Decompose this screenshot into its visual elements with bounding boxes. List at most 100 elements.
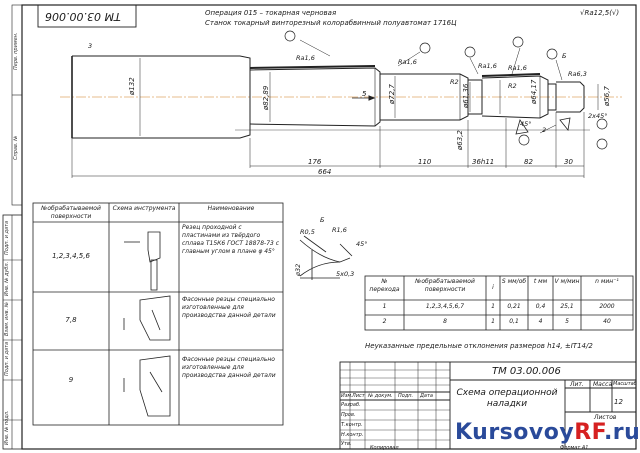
stamp-l9: Утв. xyxy=(341,441,352,447)
mode-r1c1: 1,2,3,4,5,6,7 xyxy=(425,303,465,310)
tool-header-scheme: Схема инструмента xyxy=(112,205,176,212)
mode-r2c5: 5 xyxy=(565,318,569,325)
dim-176: 176 xyxy=(308,158,322,166)
mode-r2c6: 40 xyxy=(603,318,611,325)
stamp-l0: Изм. xyxy=(341,393,353,399)
tolerance-note: Неуказанные предельные отклонения размер… xyxy=(365,342,593,350)
sheet-frame xyxy=(21,4,637,450)
tool-row1-name: Резец проходной с пластинами из твёрдого… xyxy=(182,224,280,255)
side-label-5: Взам. инв. № xyxy=(4,302,10,336)
dim-82: 82 xyxy=(524,158,533,166)
watermark-part-a: Kursovoy xyxy=(455,420,575,445)
mode-r2c0: 2 xyxy=(382,318,387,325)
stamp-copy: Копировал xyxy=(370,445,399,451)
mode-r1c4: 0,4 xyxy=(535,303,546,310)
dim-d6136: ø61,36 xyxy=(462,83,470,108)
mode-table xyxy=(364,275,634,331)
ra-4: Ra1,6 xyxy=(508,64,527,72)
mode-h0: № перехода xyxy=(369,278,400,293)
detail-d32: ø32 xyxy=(294,263,302,276)
stamp-l1: Лист xyxy=(352,393,365,399)
dim-2: 2 xyxy=(542,126,547,134)
dim-d6417: ø64,17 xyxy=(530,79,538,104)
stamp-lit: Лит. xyxy=(570,381,584,388)
ra-2: Ra1,6 xyxy=(398,58,417,66)
stamp-name: Схема операционной наладки xyxy=(456,388,558,409)
tool-table xyxy=(32,202,284,426)
tool-row2-name: Фасонные резцы специально изготовленные … xyxy=(182,296,276,319)
mode-r2c4: 4 xyxy=(538,318,543,325)
dim-5: 5 xyxy=(362,90,367,98)
stamp-l8: Н.контр. xyxy=(341,432,364,438)
chamfer: 2х45° xyxy=(588,112,608,120)
tool-row3-surface: 9 xyxy=(68,376,74,384)
watermark-part-c: .ru xyxy=(603,420,640,445)
mode-h4: t мм xyxy=(533,278,548,285)
mode-h5: V м/мин xyxy=(554,278,580,285)
angle-45: 45° xyxy=(520,120,532,128)
dim-30: 30 xyxy=(564,158,573,166)
ra-1: Ra1,6 xyxy=(296,54,315,62)
detail-b: Б xyxy=(320,216,325,224)
side-strip xyxy=(2,214,23,450)
dim-664: 664 xyxy=(318,168,332,176)
mode-h6: n мин⁻¹ xyxy=(595,278,619,285)
dim-36h11: 36h11 xyxy=(472,158,495,166)
stamp-mass: Масса xyxy=(593,381,613,388)
stamp-l4: Дата xyxy=(420,393,433,399)
detail-ch: 5х0,3 xyxy=(336,270,355,278)
tool-row1-surface: 1,2,3,4,5,6 xyxy=(52,252,90,260)
ra-5: Ra6,3 xyxy=(568,70,587,78)
tool-header-name: Наименование xyxy=(207,205,255,212)
dim-d132: ø132 xyxy=(128,77,136,95)
dim-110: 110 xyxy=(418,158,432,166)
side-label-7: Инв. № подл. xyxy=(4,410,10,446)
code-rotated: ТМ 03.00.006 xyxy=(45,10,121,23)
stamp-code: ТМ 03.00.006 xyxy=(492,366,561,377)
watermark-logo: KursovoyRF.ru xyxy=(455,420,640,445)
dim-d727: ø72,7 xyxy=(388,84,396,104)
detail-r05: R0,5 xyxy=(300,228,315,236)
detail-b-mark: Б xyxy=(562,52,567,60)
shaft-drawing xyxy=(60,39,622,178)
machine-title: Станок токарный винторезный колорабвинны… xyxy=(205,19,457,27)
tool-row3-name: Фасонные резцы специально изготовленные … xyxy=(182,356,276,379)
mode-r1c3: 0,21 xyxy=(507,303,521,310)
roughness-general: √Ra12,5(√) xyxy=(580,9,620,17)
dim-3: 3 xyxy=(88,42,93,50)
mode-r1c6: 2000 xyxy=(599,303,615,310)
dim-d8289: ø82,89 xyxy=(262,85,270,110)
mode-h1: №обрабатываемой поверхности xyxy=(415,278,475,293)
side-label-6: Подп. и дата xyxy=(4,341,10,376)
stamp-l5: Разраб. xyxy=(341,402,361,408)
mode-h3: S мм/об xyxy=(501,278,527,285)
detail-r16: R1,6 xyxy=(332,226,347,234)
stamp-scale: Масштаб xyxy=(613,381,637,387)
stamp-sheets-label: Листов xyxy=(594,414,617,421)
stamp-l2: № докум. xyxy=(368,393,393,399)
mode-r1c0: 1 xyxy=(382,303,387,310)
watermark-part-b: RF xyxy=(574,420,604,445)
side-label-4: Инв. № дубл. xyxy=(4,261,10,296)
title-block xyxy=(339,361,637,450)
mode-r1c2: 1 xyxy=(491,303,495,310)
detail-view xyxy=(299,235,353,280)
stamp-l3: Подп. xyxy=(398,393,414,399)
r2-2: R2 xyxy=(508,82,517,90)
side-label-3: Подп. и дата xyxy=(4,220,10,255)
ra-3: Ra1,6 xyxy=(478,62,497,70)
stamp-l7: Т.контр. xyxy=(341,422,363,428)
mode-r2c3: 0,1 xyxy=(509,318,519,325)
r2-1: R2 xyxy=(450,78,459,86)
dim-d632: ø63,2 xyxy=(456,130,464,150)
operation-title: Операция 015 – токарная черновая xyxy=(205,9,337,17)
callout-balloons xyxy=(284,30,608,150)
stamp-l6: Пров. xyxy=(341,412,356,418)
dim-d567: ø56,7 xyxy=(603,86,611,106)
detail-a45: 45° xyxy=(356,240,368,248)
mode-r1c5: 25,1 xyxy=(560,303,574,310)
side-label-2: Справ. № xyxy=(13,135,19,160)
stamp-format: Формат А1 xyxy=(560,445,589,451)
side-label-1: Перв. примен. xyxy=(13,32,19,70)
mode-r2c2: 1 xyxy=(491,318,495,325)
